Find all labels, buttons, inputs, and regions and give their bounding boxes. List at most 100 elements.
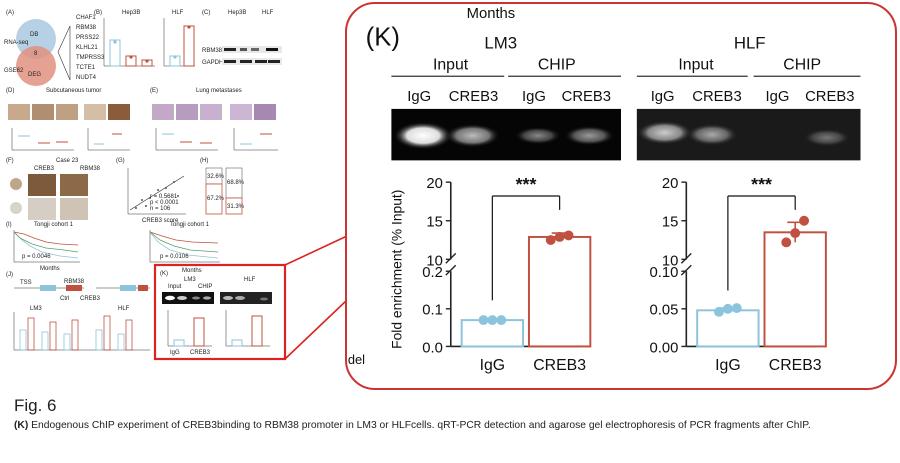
hlf-lane-4: CREB3 <box>805 89 854 105</box>
panel-k-thumb-gel <box>162 292 272 304</box>
data-point-creb3 <box>545 235 556 245</box>
venn-set-a: RNA-seq <box>4 40 28 46</box>
panel-e-scatter <box>155 128 278 151</box>
gene-list-item: CHAF1 <box>76 15 96 21</box>
panel-k-letter: (K) <box>160 271 168 277</box>
data-point-igg <box>478 315 489 326</box>
axis-break-mark <box>445 264 457 276</box>
panel-d-ihc-images <box>8 104 130 120</box>
venn-overlap: 8 <box>34 51 38 57</box>
panel-g-stat-n: n = 106 <box>150 206 171 212</box>
panel-k-thumb-creb3: CREB3 <box>190 350 211 356</box>
panel-f-title: Case 23 <box>56 158 79 164</box>
figure-caption: (K) Endogenous ChIP experiment of CREB3b… <box>14 420 811 431</box>
y-tick-label: 0.00 <box>650 340 679 356</box>
hlf-band-input-creb3 <box>686 123 738 146</box>
panel-k-highlight-box <box>153 263 287 361</box>
panel-f-label-2: RBM38 <box>80 166 101 172</box>
hlf-gel-image[interactable] <box>636 108 861 161</box>
lm3-band-chip-igg <box>514 126 562 145</box>
lm3-band-chip-creb3 <box>563 125 616 146</box>
lm3-input-label: Input <box>433 56 469 73</box>
panel-c-letter: (C) <box>202 10 210 16</box>
y-tick-label: 0.10 <box>650 265 679 281</box>
data-point-igg <box>731 303 742 314</box>
lm3-title: LM3 <box>484 34 517 53</box>
venn-diagram: DB DEG 8 RNA-seq GSE62 <box>4 19 56 86</box>
panel-g-xlabel: CREB3 score <box>142 218 179 224</box>
panel-e-ihc-images <box>152 104 276 120</box>
lm3-lane-3: IgG <box>522 89 546 105</box>
panel-i-km-curves <box>13 230 220 263</box>
panel-c-col-1: Hep3B <box>228 10 246 16</box>
panel-h-stacked-bars <box>205 167 243 215</box>
y-tick-label: 0.05 <box>650 303 679 319</box>
data-point-creb3 <box>799 215 810 226</box>
panel-i-pvalue-2: p = 0.0106 <box>160 254 189 260</box>
panel-b-letter: (B) <box>94 10 102 16</box>
left-cut-text: del <box>348 352 365 367</box>
panel-j-creb3: CREB3 <box>80 296 101 302</box>
y-tick-label: 0.2 <box>422 265 443 281</box>
panel-h-val-1: 32.6% <box>207 174 225 180</box>
panel-k-thumb-igg: IgG <box>170 350 180 356</box>
panel-g-letter: (G) <box>116 158 125 164</box>
y-tick-label: 0.1 <box>422 303 443 319</box>
venn-right-label: DEG <box>28 72 41 78</box>
gene-list-item: TMPRSS3 <box>76 55 105 61</box>
panel-h-val-2: 68.8% <box>227 180 245 186</box>
figure-label: Fig. 6 <box>14 396 57 415</box>
panel-e-letter: (E) <box>150 88 158 94</box>
axis-break-mark <box>680 264 692 276</box>
panel-h-letter: (H) <box>200 158 208 164</box>
panel-j-ctrl: Ctrl <box>60 296 69 302</box>
panel-k-thumb-bars <box>167 310 270 347</box>
hlf-title: HLF <box>734 34 766 53</box>
data-point-igg <box>714 306 724 317</box>
hlf-band-input-igg <box>636 120 693 145</box>
panel-i-xlabel: Months <box>40 266 60 272</box>
panel-j-bars <box>13 312 150 351</box>
x-tick-label: CREB3 <box>533 357 586 374</box>
y-tick-label: 20 <box>426 176 443 192</box>
panel-d-title: Subcutaneous tumor <box>46 88 101 94</box>
panel-i-pvalue-1: p = 0.0046 <box>22 254 51 260</box>
panel-c-col-2: HLF <box>262 10 274 16</box>
panel-i-letter: (I) <box>6 222 12 228</box>
panel-k-canvas: Months (K) LM3 Input CHIP IgG CREB3 IgG … <box>348 6 861 374</box>
hlf-lane-2: CREB3 <box>692 89 741 105</box>
panel-b-title-1: Hep3B <box>122 10 140 16</box>
panel-k-thumb-lm3: LM3 <box>184 277 196 283</box>
y-tick-label: 10 <box>426 253 443 269</box>
axis-break-mark <box>680 252 692 264</box>
lm3-lane-4: CREB3 <box>562 89 611 105</box>
panel-k-top-cut: Months <box>467 6 516 22</box>
lm3-lane-2: CREB3 <box>449 89 498 105</box>
lm3-chip-label: CHIP <box>538 56 576 73</box>
y-tick-label: 20 <box>662 176 679 192</box>
data-point-creb3 <box>781 237 792 248</box>
gene-list-item: NUDT4 <box>76 75 97 81</box>
lm3-band-input-igg <box>393 121 453 150</box>
y-tick-label: 15 <box>662 215 679 231</box>
gene-list-item: KLHL21 <box>76 45 98 51</box>
panel-k-thumb-input: Input <box>168 284 182 290</box>
western-blot <box>222 46 282 65</box>
hlf-chip-label: CHIP <box>783 56 821 73</box>
panel-b-title-2: HLF <box>172 10 184 16</box>
panel-g-stat-p: p < 0.0001 <box>150 200 179 206</box>
panel-d-letter: (D) <box>6 88 14 94</box>
y-axis-label: Fold enrichment (% Input) <box>388 190 404 349</box>
panel-j-tss: TSS <box>20 280 32 286</box>
significance-stars: *** <box>516 174 537 194</box>
axis-break-mark <box>445 252 457 264</box>
lm3-gel-image[interactable] <box>391 108 621 161</box>
hlf-lane-3: IgG <box>765 89 789 105</box>
y-tick-label: 0.0 <box>422 340 443 356</box>
hlf-band-chip-creb3 <box>803 128 851 147</box>
panel-d-scatter <box>11 128 130 151</box>
panel-i-title-1: Tongji cohort 1 <box>34 222 74 228</box>
data-point-creb3 <box>790 228 801 239</box>
caption-k-label: (K) <box>14 420 29 431</box>
